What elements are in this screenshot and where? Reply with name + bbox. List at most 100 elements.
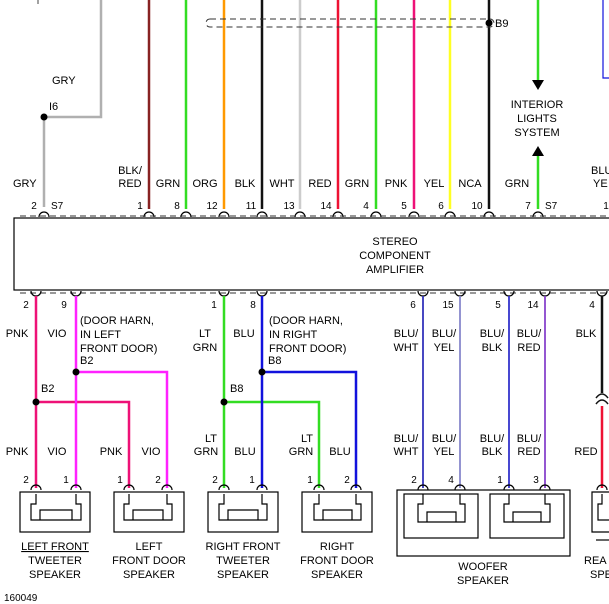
- speaker-box: [19, 491, 91, 533]
- gry-loop-wire: [42, 0, 103, 207]
- speaker-box: [207, 491, 279, 533]
- top-pin-number: 5: [401, 201, 407, 212]
- wire-label: GRN: [289, 446, 314, 458]
- interior-line-1: INTERIOR: [511, 99, 564, 111]
- speaker-pin: 1: [497, 475, 503, 486]
- top-wire-label: BLU/: [591, 165, 609, 177]
- top-wire-label: WHT: [269, 178, 294, 190]
- top-pin-number: 13: [283, 201, 295, 212]
- top-wire-label: RED: [308, 178, 331, 190]
- wire-label: VIO: [48, 446, 67, 458]
- top-pin-number: 14: [320, 201, 332, 212]
- gry-loop-label: GRY: [52, 75, 76, 87]
- speaker-name: TWEETER: [216, 555, 270, 567]
- woofer-speaker: WOOFER SPEAKER: [396, 484, 571, 587]
- bottom-wire-labels: PNK VIO LT GRN BLU BLU/ WHT BLU/ YEL BLU…: [6, 328, 597, 354]
- speaker-name: SPEAKER: [123, 569, 175, 581]
- speaker-name: SPE: [590, 569, 609, 581]
- speaker-name: SPEAKER: [311, 569, 363, 581]
- wire-label: LT: [205, 433, 217, 445]
- bottom-pin-number: 4: [589, 300, 595, 311]
- interior-line-2: LIGHTS: [517, 113, 557, 125]
- wire-label: GRN: [194, 446, 219, 458]
- top-wires: [147, 0, 540, 209]
- wire-label: BLU: [233, 328, 254, 340]
- terminal: [218, 290, 230, 297]
- speaker-pin: 1: [63, 475, 69, 486]
- wire-label: LT: [199, 328, 211, 340]
- left-front-door-speaker: LEFT FRONT DOOR SPEAKER: [112, 484, 186, 581]
- b9-label: B9: [495, 18, 508, 30]
- b2-lower-label: B2: [41, 383, 54, 395]
- top-right-partial-box: [602, 0, 609, 79]
- b2-upper-label: B2: [80, 355, 93, 367]
- speaker-name: SPEAKER: [29, 569, 81, 581]
- terminal: [256, 290, 268, 297]
- terminal: [596, 290, 608, 297]
- harness-note-left: IN LEFT: [80, 329, 121, 341]
- wire-label: BLK: [482, 446, 503, 458]
- speaker-pin: 1: [307, 475, 313, 486]
- speaker-coil-icon: [313, 494, 362, 521]
- terminal: [408, 211, 420, 218]
- top-wire-label: PNK: [385, 178, 408, 190]
- junction-b2-vio: [72, 368, 80, 376]
- amplifier-box: [13, 217, 609, 291]
- speaker-name: SPEAKER: [457, 575, 509, 587]
- junctions: B2 B2 B8 B8: [32, 355, 281, 406]
- speaker-pin: 2: [155, 475, 161, 486]
- junction-i6-dot: [40, 113, 48, 121]
- left-front-tweeter: LEFT FRONT TWEETER SPEAKER: [19, 484, 91, 581]
- b8-upper-label: B8: [268, 355, 281, 367]
- speaker-pin: 1: [249, 475, 255, 486]
- gry-loop: GRY I6: [37, 0, 103, 207]
- bottom-pin-number: 9: [61, 300, 67, 311]
- wire-label: RED: [517, 342, 540, 354]
- top-pin-number: 11: [246, 201, 257, 212]
- bottom-pin-number: 8: [250, 300, 256, 311]
- top-wire-label: GRN: [505, 178, 530, 190]
- wire-label: WHT: [393, 342, 418, 354]
- top-pin-number: 1: [137, 201, 143, 212]
- terminal: [596, 484, 608, 491]
- wire-label: BLK: [482, 342, 503, 354]
- terminal: [218, 211, 230, 218]
- rear-speaker-partial: REA SPE: [584, 484, 609, 581]
- top-wire-label: YE: [593, 178, 608, 190]
- stereo-amplifier: STEREO COMPONENT AMPLIFIER: [13, 217, 609, 291]
- wire-label: BLU/: [432, 433, 457, 445]
- woofer-outer-box: [396, 489, 571, 557]
- speaker-coil-icon: [503, 494, 551, 523]
- arrow-down-icon: [532, 80, 544, 90]
- wire-label: BLU: [329, 446, 350, 458]
- interior-line-3: SYSTEM: [514, 127, 559, 139]
- terminal: [218, 484, 230, 491]
- speaker-pin: 2: [411, 475, 417, 486]
- speaker-name: LEFT FRONT: [21, 541, 89, 553]
- bottom-wires: [34, 296, 609, 488]
- speaker-name: LEFT: [136, 541, 163, 553]
- top-wire-label: GRY: [13, 178, 37, 190]
- wire-label: BLU/: [480, 433, 505, 445]
- wire-label: PNK: [6, 446, 29, 458]
- speaker-pin: 3: [533, 475, 539, 486]
- top-pin-number: 12: [206, 201, 218, 212]
- terminal: [417, 290, 429, 297]
- interior-lights: INTERIOR LIGHTS SYSTEM: [511, 80, 564, 156]
- woofer-coil-box-2: [489, 493, 565, 539]
- speaker-name: TWEETER: [28, 555, 82, 567]
- speaker-coil-icon: [417, 494, 466, 523]
- top-wire-label: NCA: [458, 178, 482, 190]
- wire-label: BLU: [234, 446, 255, 458]
- wire-vio-branch: [76, 370, 169, 488]
- wire-blu-branch: [262, 370, 358, 488]
- bottom-pin-number: 1: [211, 300, 217, 311]
- figure-id: 160049: [4, 593, 38, 604]
- speaker-pin: 2: [23, 475, 29, 486]
- wire-label: VIO: [142, 446, 161, 458]
- top-pin-number: 10: [471, 201, 483, 212]
- s7-top-label-right: S7: [545, 201, 558, 212]
- bottom-pin-number: 14: [527, 300, 539, 311]
- wire-label: BLU/: [517, 433, 542, 445]
- wire-label: BLU/: [432, 328, 457, 340]
